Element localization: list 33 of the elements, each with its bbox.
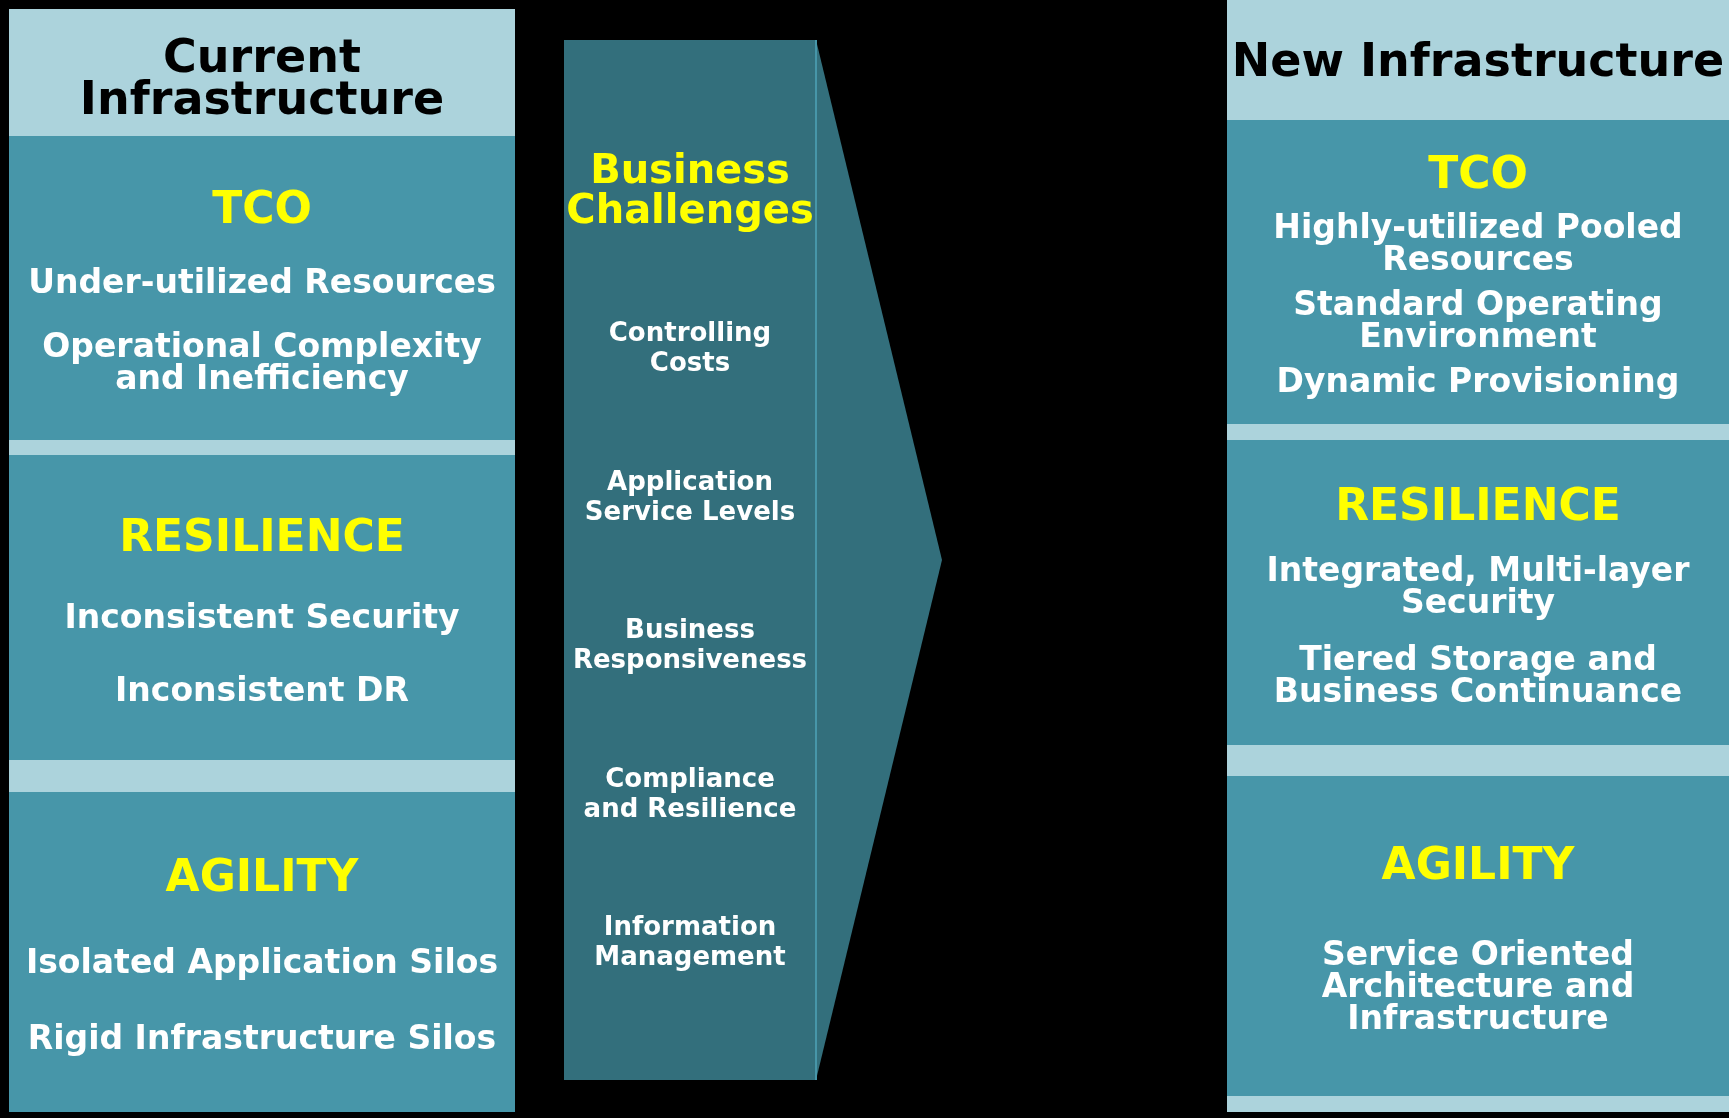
category-panel xyxy=(1227,120,1729,424)
item-text: Dynamic Provisioning xyxy=(1276,365,1680,397)
category-title: TCO xyxy=(212,182,312,234)
column-heading: New Infrastructure xyxy=(1230,32,1726,89)
item-text: Service Oriented Architecture and Infrastructure xyxy=(1320,937,1636,1034)
category-title: TCO xyxy=(1428,147,1528,198)
item-text: Tiered Storage and Business Continuance xyxy=(1272,642,1684,707)
category-panel xyxy=(9,455,515,760)
challenge-text: Application Service Levels xyxy=(583,465,797,526)
category-panel xyxy=(1227,776,1729,1096)
item-text: Rigid Infrastructure Silos xyxy=(27,1021,497,1054)
item-text: Highly-utilized Pooled Resources xyxy=(1272,211,1684,275)
category-panel xyxy=(9,792,515,1112)
item-text: Operational Complexity and Inefficiency xyxy=(41,329,483,394)
item-text: Isolated Application Silos xyxy=(25,945,499,978)
item-text: Standard Operating Environment xyxy=(1292,288,1664,352)
challenge-text: Controlling Costs xyxy=(607,317,773,378)
challenge-text: Compliance and Resilience xyxy=(582,762,798,823)
category-panel xyxy=(1227,440,1729,745)
column-heading: Current Infrastructure xyxy=(78,28,446,127)
item-text: Integrated, Multi-layer Security xyxy=(1265,554,1691,618)
category-title: AGILITY xyxy=(165,850,359,902)
challenge-text: Business Responsiveness xyxy=(572,614,808,675)
category-title: AGILITY xyxy=(1381,838,1575,890)
category-panel xyxy=(9,136,515,440)
challenge-text: Information Management xyxy=(593,911,787,972)
item-text: Inconsistent DR xyxy=(115,673,409,706)
column-panel xyxy=(9,9,515,1112)
category-title: RESILIENCE xyxy=(119,509,405,561)
item-text: Inconsistent Security xyxy=(64,601,460,633)
category-title: RESILIENCE xyxy=(1335,478,1621,530)
item-text: Under-utilized Resources xyxy=(28,265,496,298)
column-panel xyxy=(1227,0,1729,1112)
